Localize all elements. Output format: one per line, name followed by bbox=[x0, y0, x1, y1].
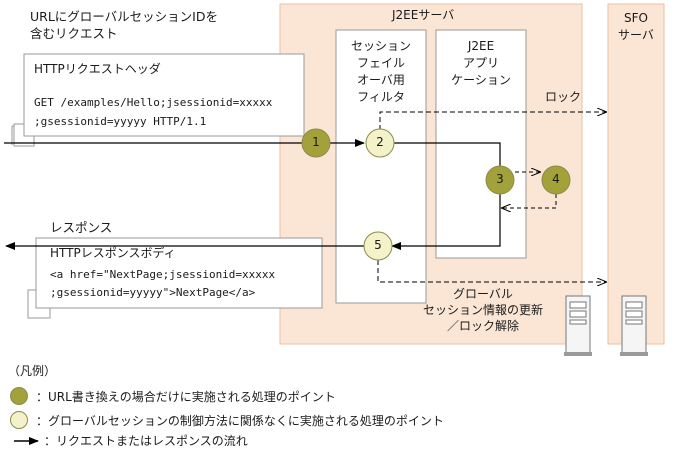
legend-row-always: ：グローバルセッションの制御方法に関係なくに実施される処理のポイント bbox=[10, 410, 444, 430]
app-box bbox=[435, 29, 527, 259]
point-4-number: 4 bbox=[552, 172, 560, 186]
point-3-number: 3 bbox=[496, 172, 504, 186]
sfo-server-region bbox=[607, 3, 665, 345]
j2ee-server-label: J2EEサーバ bbox=[392, 8, 455, 22]
filter-box-label: セッション フェイル オーバ用 フィルタ bbox=[350, 39, 411, 104]
legend-title: （凡例） bbox=[8, 364, 57, 378]
point-2-number: 2 bbox=[376, 135, 384, 149]
point-4 bbox=[541, 165, 571, 195]
point4-return-dashed bbox=[502, 194, 557, 208]
legend-row-url-rewrite: ：URL書き換えの場合だけに実施される処理のポイント bbox=[10, 386, 336, 406]
point-1-number: 1 bbox=[312, 135, 320, 149]
global-update-label: グローバル セッション情報の更新 ／ロック解除 bbox=[422, 287, 543, 333]
lock-dashed-arrow bbox=[379, 112, 606, 130]
request-header-title: HTTPリクエストヘッダ bbox=[34, 62, 161, 76]
response-caption: レスポンス bbox=[50, 220, 113, 235]
legend-always-text: ：グローバルセッションの制御方法に関係なくに実施される処理のポイント bbox=[36, 413, 444, 428]
response-line-2: ;gsessionid=yyyyy">NextPage</a> bbox=[50, 286, 256, 299]
request-line-1: GET /examples/Hello;jsessionid=xxxxx bbox=[34, 96, 273, 109]
point-1 bbox=[301, 128, 331, 158]
point-5-number: 5 bbox=[374, 238, 382, 252]
response-body-title: HTTPレスポンスボディ bbox=[50, 246, 176, 260]
legend-url-rewrite-text: ：URL書き換えの場合だけに実施される処理のポイント bbox=[36, 389, 336, 404]
sfo-server-label: SFO サーバ bbox=[618, 11, 654, 42]
request-document bbox=[11, 53, 305, 147]
request-line-2: ;gsessionid=yyyyy HTTP/1.1 bbox=[34, 115, 207, 128]
filter-to-app-flow bbox=[394, 142, 501, 166]
server-cabinet-icon bbox=[564, 295, 592, 356]
point-5 bbox=[363, 231, 393, 261]
request-caption: URLにグローバルセッションIDを 含むリクエスト bbox=[30, 9, 218, 41]
point-3 bbox=[485, 165, 515, 195]
sfo-server-cabinet-icon bbox=[620, 295, 648, 356]
legend-flow-text: ：リクエストまたはレスポンスの流れ bbox=[44, 434, 248, 448]
app-to-filter-flow bbox=[391, 194, 501, 250]
lock-label: ロック bbox=[545, 90, 582, 104]
filter-box bbox=[335, 29, 427, 304]
legend-url-rewrite-dot-icon bbox=[10, 387, 28, 405]
response-document bbox=[27, 237, 323, 319]
response-line-1: <a href="NextPage;jsessionid=xxxxx bbox=[50, 268, 276, 281]
legend-always-dot-icon bbox=[10, 411, 28, 429]
app-box-label: J2EE アプリ ケーション bbox=[451, 39, 511, 87]
point-2 bbox=[365, 128, 395, 158]
